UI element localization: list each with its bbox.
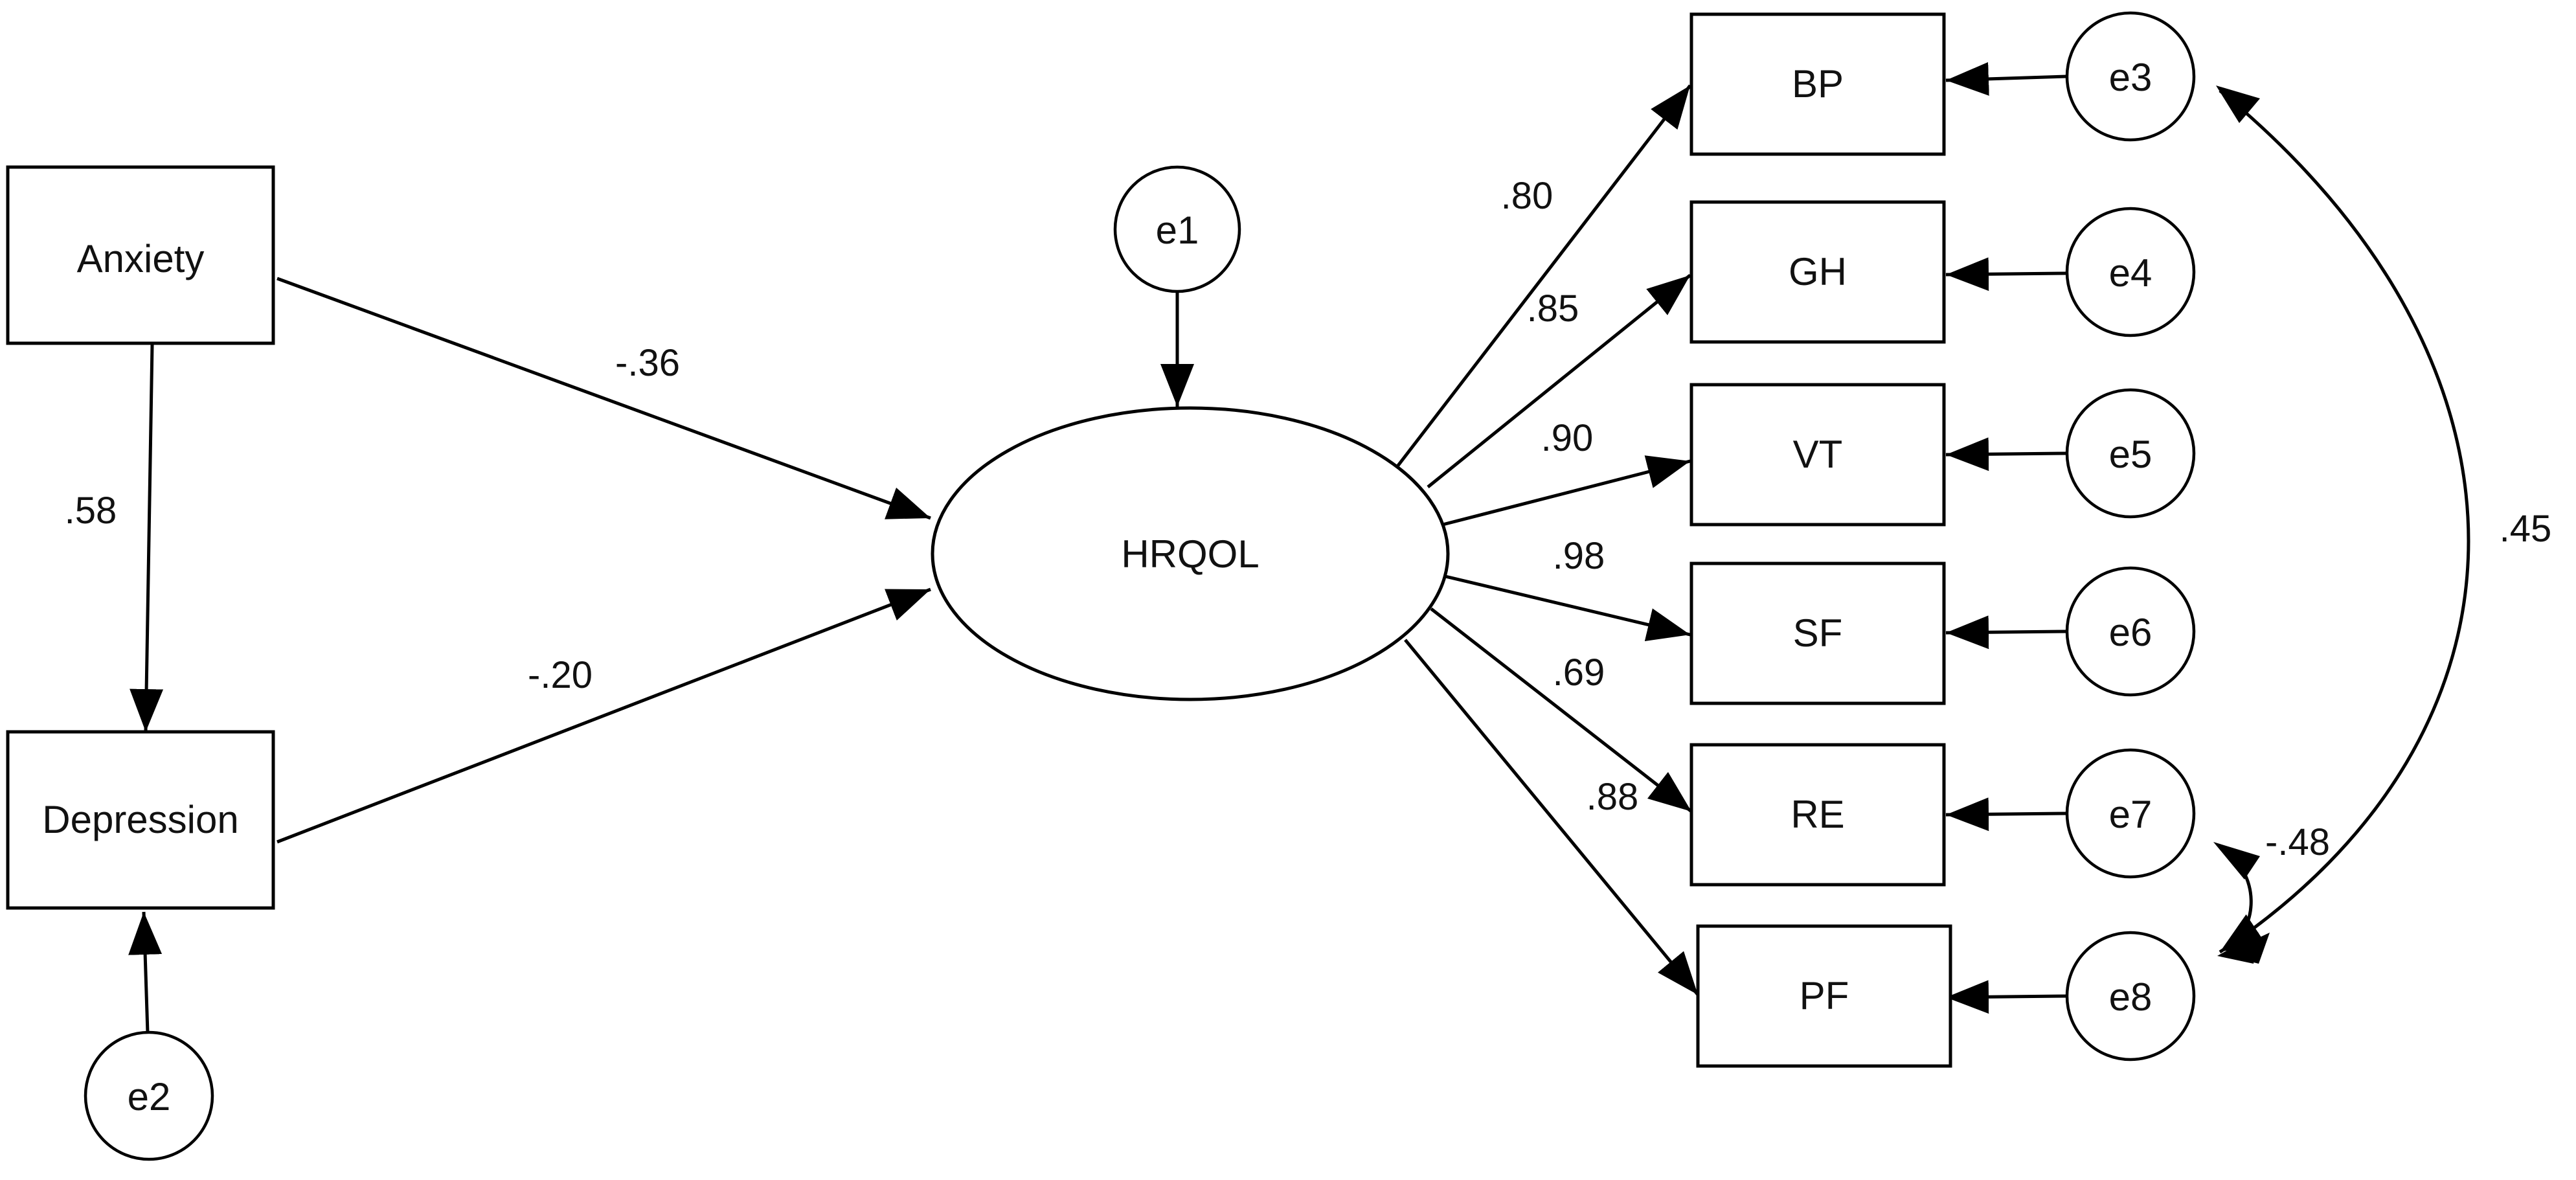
node-bp-label: BP — [1792, 62, 1844, 106]
node-re-label: RE — [1791, 793, 1844, 836]
coef-hrqol-re: .69 — [1553, 652, 1605, 694]
node-pf-label: PF — [1800, 974, 1849, 1017]
error-e2-label: e2 — [128, 1075, 171, 1118]
node-gh-label: GH — [1789, 250, 1847, 293]
edge-hrqol-gh — [1427, 274, 1691, 488]
error-e7: e7 — [2065, 748, 2196, 879]
edge-e3-bp — [1945, 62, 2068, 96]
edge-e5-vt — [1945, 437, 2068, 471]
node-depression: Depression — [6, 730, 275, 910]
edge-e6-sf — [1945, 615, 2068, 650]
coef-hrqol-vt: .90 — [1541, 417, 1594, 459]
node-anxiety-label: Anxiety — [77, 237, 205, 280]
edge-hrqol-pf — [1404, 639, 1699, 996]
error-e6: e6 — [2065, 566, 2196, 697]
error-e4-label: e4 — [2109, 251, 2152, 295]
coef-hrqol-gh: .85 — [1527, 288, 1579, 330]
error-e4: e4 — [2065, 207, 2196, 337]
error-e6-label: e6 — [2109, 611, 2152, 654]
error-e8-label: e8 — [2109, 975, 2152, 1019]
node-vt-label: VT — [1793, 433, 1843, 476]
edge-depression-hrqol — [277, 587, 931, 844]
coef-anxiety-depression: .58 — [65, 490, 117, 532]
edge-e8-pf — [1945, 980, 2068, 1014]
edge-e4-gh — [1945, 257, 2068, 291]
node-depression-label: Depression — [42, 798, 239, 841]
node-bp: BP — [1689, 12, 1946, 156]
edge-e7-re — [1945, 797, 2068, 832]
error-e7-label: e7 — [2109, 793, 2152, 836]
node-anxiety: Anxiety — [6, 165, 275, 345]
edge-hrqol-vt — [1442, 455, 1691, 527]
coef-cov-e3-e8: .45 — [2500, 508, 2552, 550]
node-hrqol: HRQOL — [931, 406, 1450, 701]
coef-hrqol-bp: .80 — [1501, 175, 1554, 217]
error-e3-label: e3 — [2109, 56, 2152, 99]
coef-hrqol-pf: .88 — [1587, 776, 1639, 818]
error-e2: e2 — [84, 1030, 214, 1161]
node-gh: GH — [1689, 200, 1946, 344]
edge-hrqol-sf — [1445, 574, 1691, 642]
edge-hrqol-bp — [1396, 84, 1691, 468]
error-e1: e1 — [1113, 165, 1241, 293]
node-sf: SF — [1689, 562, 1946, 705]
node-sf-label: SF — [1793, 611, 1843, 655]
coef-depression-hrqol: -.20 — [528, 654, 593, 696]
edge-hrqol-re — [1430, 607, 1693, 813]
edge-e2-depression — [128, 911, 163, 1034]
coef-cov-e7-e8: -.48 — [2265, 821, 2330, 863]
node-hrqol-label: HRQOL — [1121, 532, 1259, 576]
coef-hrqol-sf: .98 — [1553, 535, 1605, 577]
node-pf: PF — [1696, 924, 1952, 1068]
covariance-e7-e8-head-bottom — [2217, 933, 2259, 964]
node-re: RE — [1689, 743, 1946, 887]
covariance-e7-e8-head-top — [2213, 842, 2260, 879]
error-e5: e5 — [2065, 388, 2196, 519]
error-e5-label: e5 — [2109, 433, 2152, 476]
edge-anxiety-hrqol — [277, 277, 931, 520]
coef-anxiety-hrqol: -.36 — [615, 342, 680, 384]
error-e3: e3 — [2065, 11, 2196, 142]
error-e1-label: e1 — [1156, 209, 1199, 252]
node-vt: VT — [1689, 383, 1946, 527]
error-e8: e8 — [2065, 931, 2196, 1061]
covariance-e3-e8-head-top — [2216, 85, 2260, 123]
covariance-e3-e8 — [2219, 89, 2470, 954]
edge-anxiety-depression — [130, 344, 164, 732]
